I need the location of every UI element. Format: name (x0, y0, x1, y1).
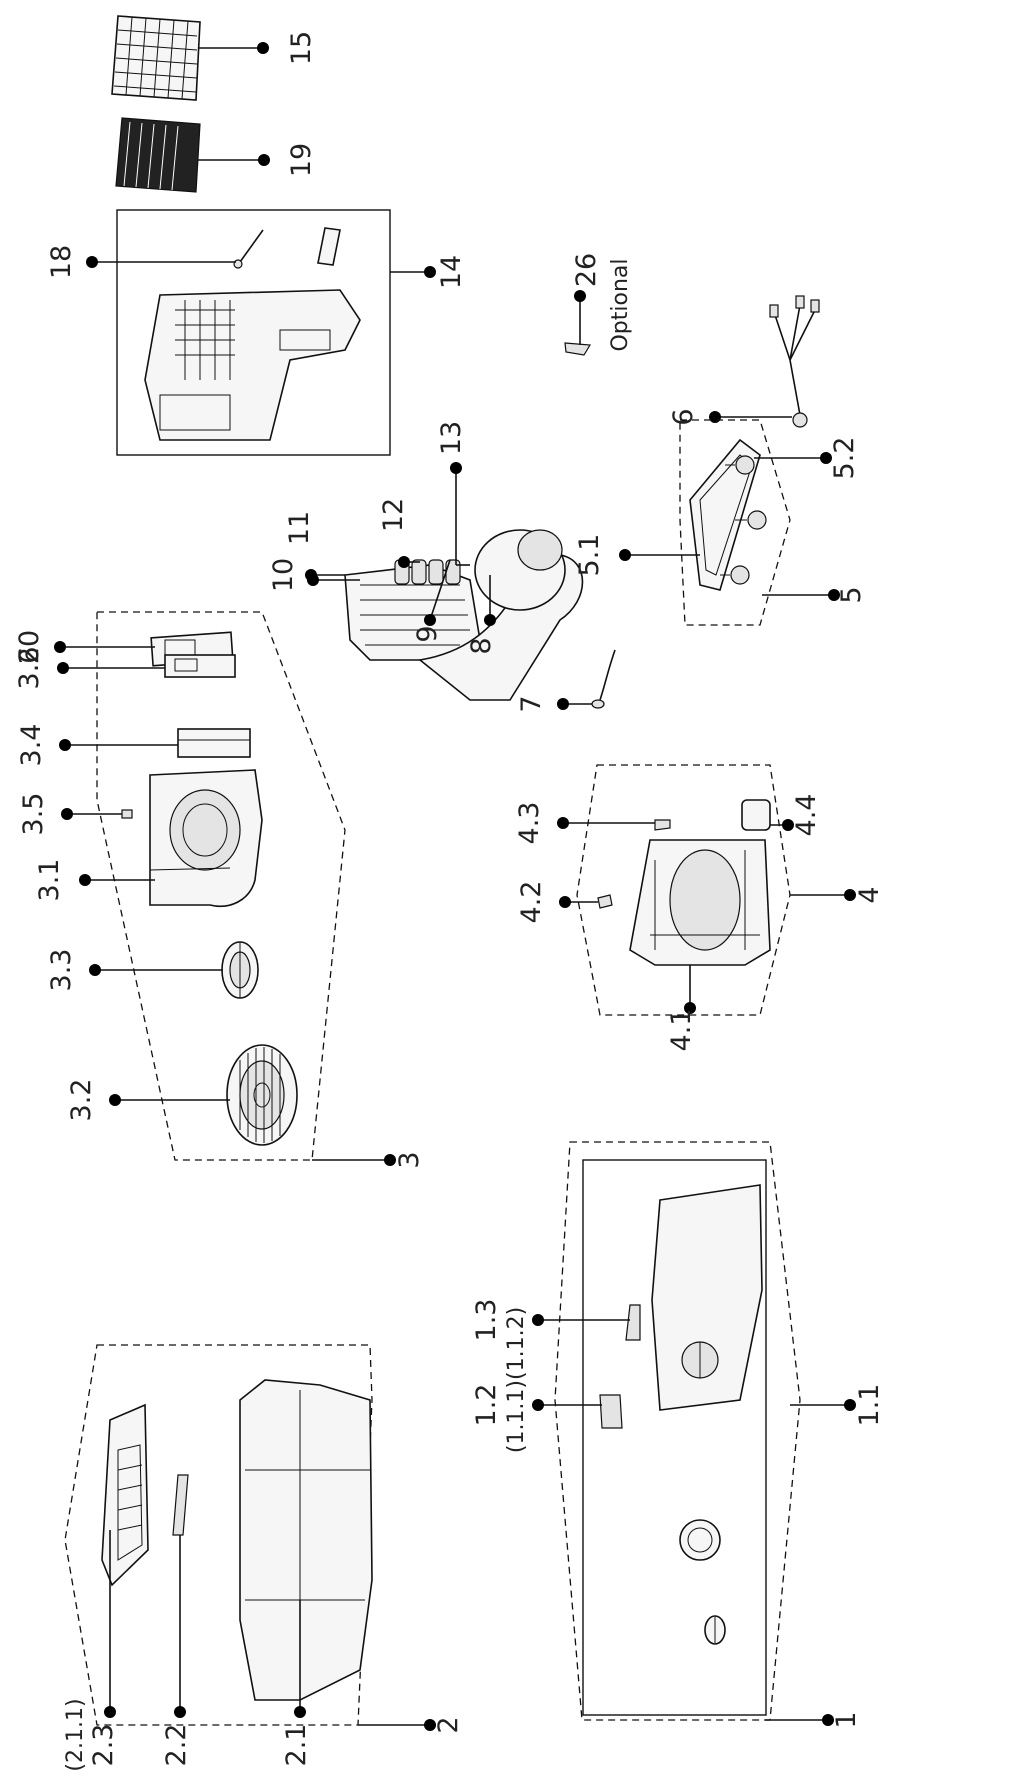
part-14-box (116, 209, 391, 456)
part-4-1-tank-frame (629, 839, 771, 966)
part-4-4-float (741, 799, 771, 831)
callout-4-4: 4.4 (791, 794, 822, 837)
callout-1-1-1-1-1-2: (1.1.1)(1.1.2) (504, 1307, 529, 1453)
callout-3-5: 3.5 (18, 793, 49, 836)
callout-7: 7 (516, 695, 547, 712)
part-1-1-1-grille-ring (679, 1519, 721, 1561)
part-2-3-top-grille (101, 1403, 149, 1587)
part-1-2-bracket (599, 1394, 623, 1429)
part-3-1-fan-housing (149, 769, 263, 907)
callout-3-2: 3.2 (66, 1079, 97, 1122)
callout-19: 19 (286, 143, 317, 177)
callout-5: 5 (836, 586, 867, 603)
part-1-1-rear-panel (651, 1184, 763, 1411)
part-6-power-cord (769, 295, 820, 428)
part-2-2-panel-strip (172, 1474, 189, 1536)
callout-15: 15 (286, 31, 317, 65)
callout-4-2: 4.2 (516, 881, 547, 924)
group-4-outline (576, 764, 791, 1016)
group-5-outline (679, 419, 791, 626)
part-2-1-front-cover (239, 1379, 373, 1701)
part-3-2-fan-wheel (226, 1044, 298, 1146)
callout-3-6: 3.6 (14, 647, 45, 690)
part-5-1-base (689, 438, 761, 591)
part-3-4 (177, 728, 251, 758)
optional-note: Optional (608, 258, 633, 351)
callout-3-4: 3.4 (16, 724, 47, 767)
group-1-panel (582, 1159, 767, 1716)
callout-20: 20 (14, 630, 45, 664)
part-1-3-bracket (625, 1304, 641, 1341)
part-14-housing (144, 227, 361, 441)
callout-11: 11 (284, 511, 315, 545)
part-3-5 (121, 809, 133, 819)
callout-3: 3 (394, 1151, 425, 1168)
callout-2-1-1: (2.1.1) (63, 1698, 88, 1771)
callout-3-3: 3.3 (46, 949, 77, 992)
callout-2: 2 (433, 1716, 464, 1733)
callout-4-3: 4.3 (514, 802, 545, 845)
part-15-grille (111, 15, 201, 101)
part-26-optional (564, 342, 592, 356)
callout-8: 8 (466, 637, 497, 654)
callout-6: 6 (668, 408, 699, 425)
callout-12: 12 (378, 498, 409, 532)
part-7-drain-hose (591, 649, 616, 709)
callout-1-3: 1.3 (471, 1299, 502, 1342)
callout-26: 26 (571, 253, 602, 287)
callout-2-2: 2.2 (161, 1724, 192, 1767)
callout-4-1: 4.1 (666, 1009, 697, 1052)
callout-1: 1 (831, 1711, 862, 1728)
callout-13: 13 (436, 421, 467, 455)
callout-4: 4 (854, 886, 885, 903)
callout-2-1: 2.1 (281, 1724, 312, 1767)
part-3-6 (164, 654, 236, 678)
part-1-1-2-cap (704, 1615, 726, 1645)
callout-2-3: 2.3 (88, 1724, 119, 1767)
callout-3-1: 3.1 (34, 859, 65, 902)
part-18-screw (233, 229, 264, 269)
part-19-filter (115, 117, 201, 193)
part-3-3-motor (221, 941, 259, 999)
callout-1-2: 1.2 (471, 1384, 502, 1427)
callout-14: 14 (436, 255, 467, 289)
callout-18: 18 (46, 245, 77, 279)
part-4-3 (654, 819, 671, 831)
callout-5-2: 5.2 (829, 437, 860, 480)
parts-8-13-refrigeration-assembly (344, 529, 584, 701)
callout-1-1: 1.1 (854, 1384, 885, 1427)
part-4-2-clip (597, 894, 613, 909)
callout-9: 9 (412, 625, 443, 642)
callout-10: 10 (268, 558, 299, 592)
callout-5-1: 5.1 (574, 534, 605, 577)
part-5-2-casters (720, 455, 767, 585)
